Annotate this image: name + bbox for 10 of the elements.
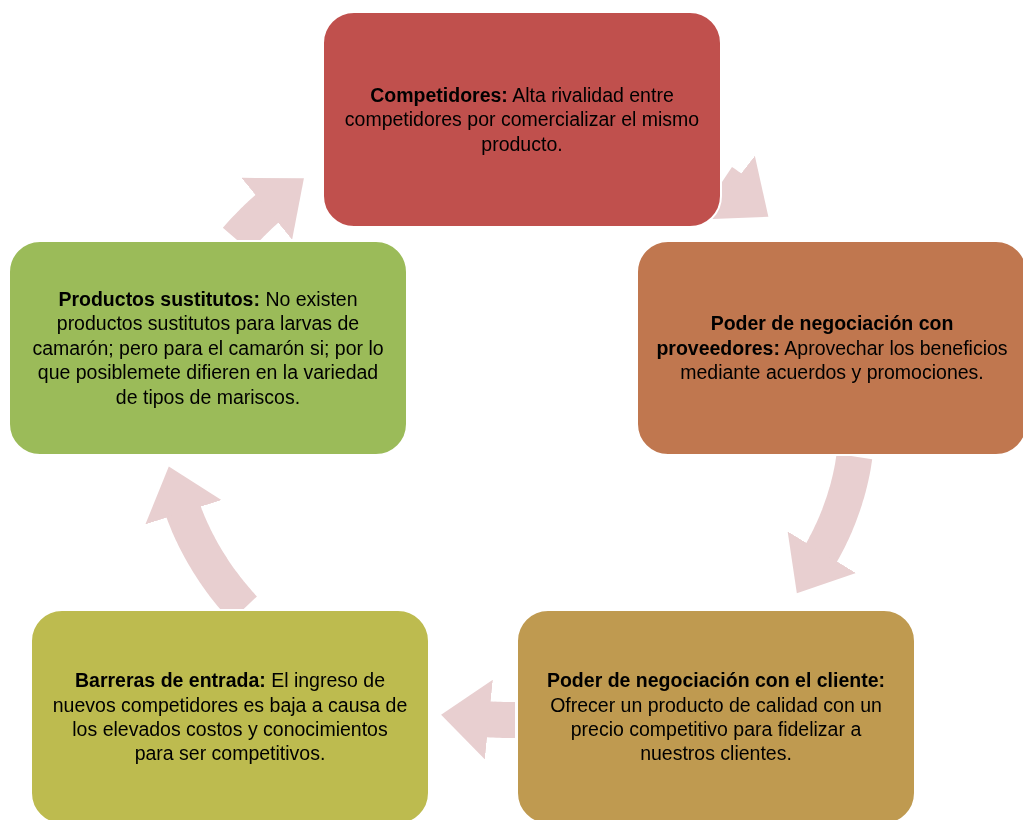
- box-text: Competidores: Alta rivalidad entre competidores por comercializar el mismo producto.: [343, 82, 701, 157]
- process-box: [516, 609, 916, 820]
- process-box: [30, 609, 430, 820]
- process-box: [322, 11, 722, 228]
- box-text: Poder de negociación con el cliente: Ofrecer un producto de calidad con un precio competitivo para fidelizar a nuestros clientes.: [545, 668, 887, 766]
- box-text: Poder de negociación con proveedores: Aprovechar los beneficios mediante acuerdos y promociones.: [655, 311, 1009, 385]
- box-text: Barreras de entrada: El ingreso de nuevos competidores es baja a causa de los elevados costos y conocimientos para ser competitivos.: [51, 668, 409, 766]
- process-box: [8, 240, 408, 456]
- box-text: Productos sustitutos: No existen productos sustitutos para larvas de camarón; pero para el camarón si; por lo que posiblemete difieren en la variedad de tipos de mariscos.: [31, 287, 385, 409]
- process-box: [636, 240, 1023, 456]
